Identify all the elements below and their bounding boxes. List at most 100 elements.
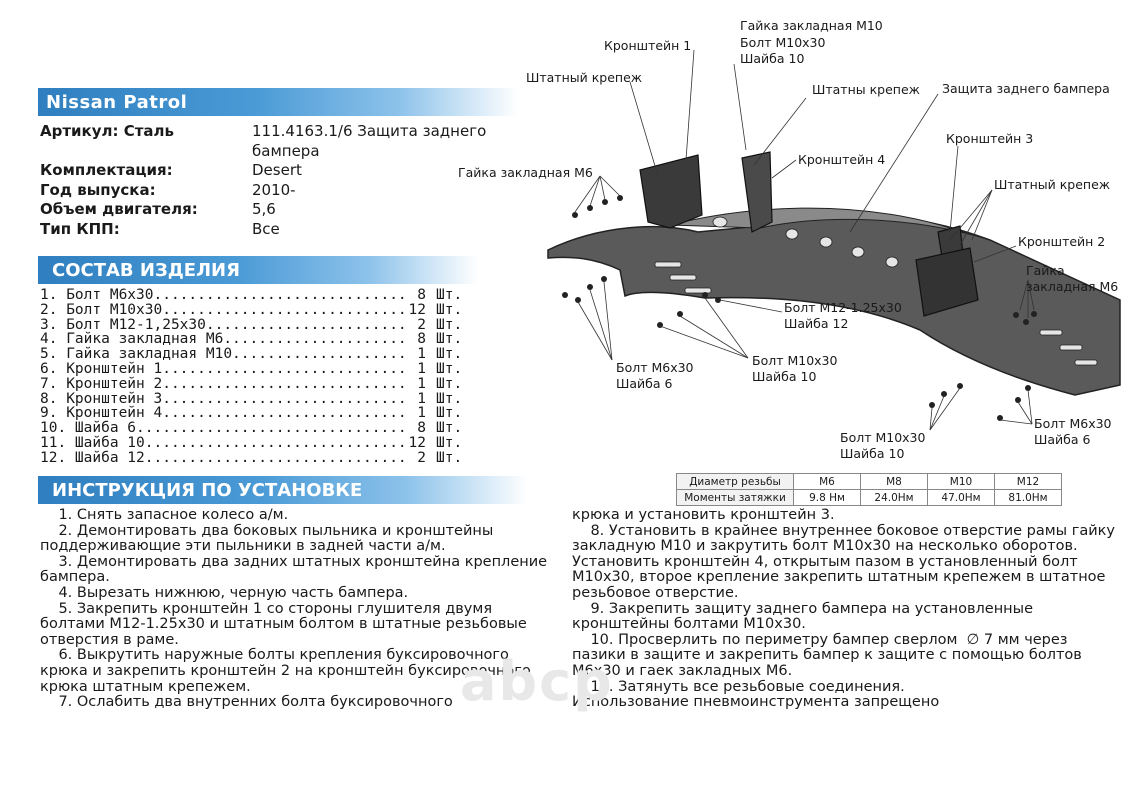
instruction-step: 2. Демонтировать два боковых пыльника и … <box>40 522 498 555</box>
part-quantity: 2 <box>417 449 426 466</box>
label-washer-12: Шайба 12 <box>784 316 848 331</box>
part-quantity: 8 <box>417 420 426 437</box>
parts-list-item: 6. Кронштейн 1..........................… <box>40 362 484 377</box>
leader-lines <box>574 49 1035 431</box>
instruction-step: 3. Демонтировать два задних штатных крон… <box>40 553 552 586</box>
torque-row-label: Моменты затяжки <box>676 489 794 506</box>
plate-holes <box>654 216 1098 366</box>
instruction-step: 8. Установить в крайнее внутреннее боков… <box>572 522 1120 601</box>
part-unit: Шт. <box>436 375 463 392</box>
label-stock-fastener-2: Штатны крепеж <box>812 82 920 97</box>
part-name: 7. Кронштейн 2..........................… <box>40 375 407 392</box>
part-quantity: 8 <box>417 331 426 348</box>
instruction-step: Использование пневмоинструмента запрещен… <box>572 694 940 711</box>
part-quantity: 8 <box>417 287 426 303</box>
part-quantity: 1 <box>417 360 426 377</box>
part-name: 2. Болт М10х30..........................… <box>40 301 407 318</box>
part-unit: Шт. <box>436 390 463 407</box>
instruction-step: 7. Ослабить два внутренних болта буксиро… <box>40 694 453 711</box>
label-rear-bumper-guard: Защита заднего бампера <box>942 81 1110 96</box>
parts-list-item: 4. Гайка закладная М6...................… <box>40 332 484 347</box>
part-unit: Шт. <box>436 316 463 333</box>
spec-value: 111.4163.1/6 Защита заднего бампера <box>252 122 487 160</box>
part-name: 9. Кронштейн 4..........................… <box>40 405 407 422</box>
label-nut-m10: Гайка закладная М10 <box>740 18 883 33</box>
part-name: 5. Гайка закладная М10..................… <box>40 346 407 363</box>
torque-table: Диаметр резьбы М6 М8 М10 М12 Моменты зат… <box>676 473 1062 506</box>
spec-key: Тип КПП: <box>40 219 120 238</box>
label-washer-6-left: Шайба 6 <box>616 376 672 391</box>
torque-row-label: Диаметр резьбы <box>676 473 794 490</box>
spec-row: Год выпуска: 2010- <box>40 181 512 201</box>
product-title-banner: Nissan Patrol <box>38 88 518 116</box>
torque-value-cell: 9.8 Нм <box>793 489 861 506</box>
label-bolt-m10-bottom: Болт М10х30 <box>840 430 926 445</box>
watermark: abcp <box>460 650 614 713</box>
bracket-2 <box>915 247 979 317</box>
spec-value: Все <box>252 219 280 238</box>
torque-size-cell: М12 <box>994 473 1062 490</box>
label-washer-10-bottom: Шайба 10 <box>840 446 904 461</box>
instruction-step: 4. Вырезать нижнюю, черную часть бампера… <box>40 584 409 601</box>
parts-list-item: 5. Гайка закладная М10..................… <box>40 347 484 362</box>
instruction-step: 9. Закрепить защиту заднего бампера на у… <box>572 600 1038 633</box>
part-unit: Шт. <box>436 287 463 303</box>
parts-list: 1. Болт М6х30...........................… <box>40 288 484 466</box>
label-bolt-m6-right: Болт М6х30 <box>1034 416 1112 431</box>
torque-value-cell: 81.0Нм <box>994 489 1062 506</box>
label-washer-10-mid: Шайба 10 <box>752 369 816 384</box>
label-washer-6-right: Шайба 6 <box>1034 432 1090 447</box>
part-unit: Шт. <box>436 434 463 451</box>
spec-key: Год выпуска: <box>40 180 156 199</box>
spec-value: 5,6 <box>252 200 276 218</box>
torque-size-cell: М6 <box>793 473 861 490</box>
part-quantity: 1 <box>417 390 426 407</box>
instruction-step: крюка и установить кронштейн 3. <box>572 507 835 523</box>
instructions-heading: ИНСТРУКЦИЯ ПО УСТАНОВКЕ <box>52 479 363 501</box>
label-nut-m6-left: Гайка закладная М6 <box>458 165 593 180</box>
instruction-step: 10. Просверлить по периметру бампер свер… <box>572 631 1087 679</box>
product-title: Nissan Patrol <box>46 91 188 113</box>
spec-key: Артикул: Сталь <box>40 122 175 140</box>
parts-list-item: 1. Болт М6х30...........................… <box>40 288 484 303</box>
instruction-step: 5. Закрепить кронштейн 1 со стороны глуш… <box>40 600 532 648</box>
label-bolt-m6-left: Болт М6х30 <box>616 360 694 375</box>
label-stock-fastener-1: Штатный крепеж <box>526 70 642 85</box>
part-unit: Шт. <box>436 405 463 422</box>
fastener-icons <box>562 195 1037 421</box>
label-washer-10: Шайба 10 <box>740 51 804 66</box>
part-name: 1. Болт М6х30...........................… <box>40 287 407 303</box>
part-quantity: 1 <box>417 405 426 422</box>
torque-row-moment: Моменты затяжки 9.8 Нм 24.0Нм 47.0Нм 81.… <box>676 489 1062 506</box>
torque-row-diameter: Диаметр резьбы М6 М8 М10 М12 <box>676 473 1062 490</box>
label-bracket-3: Кронштейн 3 <box>946 131 1033 146</box>
spec-value: Desert <box>252 161 302 179</box>
label-bracket-1: Кронштейн 1 <box>604 38 691 53</box>
parts-list-item: 11. Шайба 10............................… <box>40 436 484 451</box>
label-bolt-m10: Болт М10х30 <box>740 35 826 50</box>
part-quantity: 12 <box>408 301 426 318</box>
spec-key: Комплектация: <box>40 161 173 179</box>
parts-list-item: 3. Болт М12-1,25х30.....................… <box>40 316 484 333</box>
spec-key: Объем двигателя: <box>40 200 198 218</box>
instruction-step: 6. Выкрутить наружные болты крепления бу… <box>40 647 536 695</box>
spec-row: Артикул: Сталь 111.4163.1/6 Защита задне… <box>40 122 512 161</box>
part-name: 8. Кронштейн 3..........................… <box>40 390 407 407</box>
label-bolt-m12: Болт М12-1.25х30 <box>784 300 902 315</box>
torque-value-cell: 47.0Нм <box>927 489 995 506</box>
part-name: 6. Кронштейн 1..........................… <box>40 360 407 377</box>
label-bracket-2: Кронштейн 2 <box>1018 234 1105 249</box>
part-unit: Шт. <box>436 449 463 466</box>
part-unit: Шт. <box>436 360 463 377</box>
parts-list-item: 10. Шайба 6.............................… <box>40 421 484 436</box>
parts-list-item: 8. Кронштейн 3..........................… <box>40 390 484 407</box>
parts-list-item: 12. Шайба 12............................… <box>40 449 484 466</box>
part-name: 12. Шайба 12............................… <box>40 449 407 466</box>
parts-heading-banner: СОСТАВ ИЗДЕЛИЯ <box>38 256 478 284</box>
instructions-heading-banner: ИНСТРУКЦИЯ ПО УСТАНОВКЕ <box>38 476 528 504</box>
spec-row: Объем двигателя: 5,6 <box>40 200 512 220</box>
instructions-right-column: крюка и установить кронштейн 3. 8. Устан… <box>572 507 1120 711</box>
spec-value: 2010- <box>252 180 296 199</box>
part-quantity: 1 <box>417 346 426 363</box>
torque-size-cell: М8 <box>860 473 928 490</box>
